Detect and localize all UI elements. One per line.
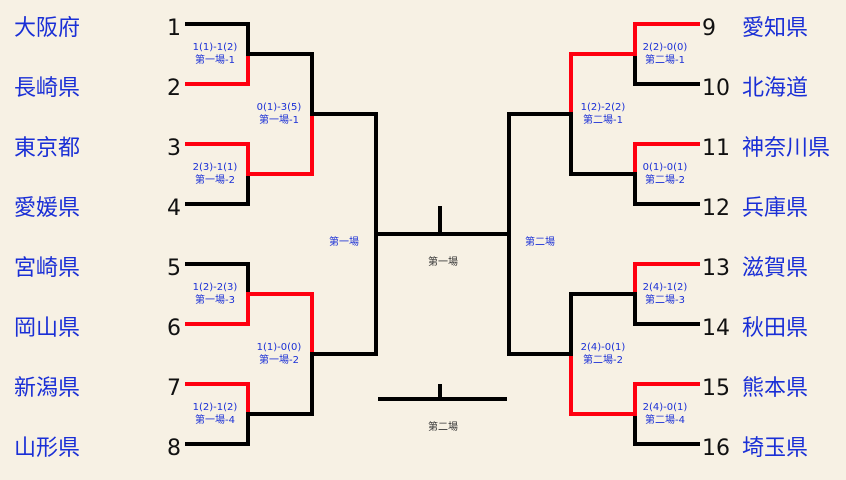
match-score: 2(2)-0(0): [642, 42, 688, 53]
team-name: 岡山県: [14, 316, 81, 341]
third-place-court: 第二場: [428, 422, 458, 433]
team-name: 愛知県: [742, 16, 809, 41]
team-name: 熊本県: [742, 376, 809, 401]
team-name: 滋賀県: [742, 256, 809, 281]
match-info: 1(1)-1(2) 第一場-1: [175, 41, 255, 67]
team-seed: 7: [167, 376, 181, 401]
team-seed: 6: [167, 316, 181, 341]
team-seed: 9: [702, 16, 716, 41]
team-seed: 15: [702, 376, 730, 401]
match-score: 1(2)-1(2): [192, 402, 238, 413]
team-name: 東京都: [14, 136, 81, 161]
match-info: 0(1)-0(1) 第二場-2: [625, 161, 705, 187]
team-seed: 8: [167, 436, 181, 461]
match-score: 0(1)-0(1): [642, 162, 688, 173]
match-info: 2(2)-0(0) 第二場-1: [625, 41, 705, 67]
match-info: 1(2)-2(2) 第二場-1: [563, 101, 643, 127]
match-court: 第一場-3: [195, 295, 235, 306]
match-info: 2(3)-1(1) 第一場-2: [175, 161, 255, 187]
match-info: 2(4)-0(1) 第二場-4: [625, 401, 705, 427]
team-seed: 13: [702, 256, 730, 281]
match-score: 0(1)-3(5): [256, 102, 302, 113]
match-info: 2(4)-0(1) 第二場-2: [563, 341, 643, 367]
team-seed: 3: [167, 136, 181, 161]
match-score: 2(4)-0(1): [580, 342, 626, 353]
match-court: 第一場-2: [195, 175, 235, 186]
match-score: 2(4)-0(1): [642, 402, 688, 413]
team-name: 秋田県: [742, 316, 809, 341]
team-seed: 14: [702, 316, 730, 341]
team-name: 宮崎県: [14, 256, 81, 281]
match-court: 第一場-1: [195, 55, 235, 66]
match-score: 2(4)-1(2): [642, 282, 688, 293]
match-court: 第一場-4: [195, 415, 235, 426]
semifinal-court-right: 第二場: [525, 237, 555, 248]
team-name: 新潟県: [14, 376, 81, 401]
match-court: 第二場-3: [645, 295, 685, 306]
team-name: 大阪府: [14, 16, 81, 41]
match-court: 第二場-2: [645, 175, 685, 186]
match-info: 2(4)-1(2) 第二場-3: [625, 281, 705, 307]
match-info: 1(2)-2(3) 第一場-3: [175, 281, 255, 307]
match-score: 1(1)-1(2): [192, 42, 238, 53]
match-info: 1(1)-0(0) 第一場-2: [239, 341, 319, 367]
team-seed: 5: [167, 256, 181, 281]
team-name: 兵庫県: [742, 196, 809, 221]
semifinal-court-left: 第一場: [329, 237, 359, 248]
match-score: 2(3)-1(1): [192, 162, 238, 173]
match-court: 第二場-1: [583, 115, 623, 126]
match-court: 第一場-1: [259, 115, 299, 126]
team-name: 神奈川県: [742, 136, 831, 161]
team-seed: 4: [167, 196, 181, 221]
team-name: 北海道: [742, 76, 809, 101]
match-info: 0(1)-3(5) 第一場-1: [239, 101, 319, 127]
team-seed: 1: [167, 16, 181, 41]
match-court: 第一場-2: [259, 355, 299, 366]
match-court: 第二場-1: [645, 55, 685, 66]
team-seed: 12: [702, 196, 730, 221]
team-seed: 11: [702, 136, 730, 161]
team-name: 長崎県: [14, 76, 81, 101]
match-score: 1(2)-2(3): [192, 282, 238, 293]
team-seed: 16: [702, 436, 730, 461]
team-name: 愛媛県: [14, 196, 81, 221]
team-seed: 10: [702, 76, 730, 101]
match-score: 1(2)-2(2): [580, 102, 626, 113]
team-seed: 2: [167, 76, 181, 101]
match-info: 1(2)-1(2) 第一場-4: [175, 401, 255, 427]
match-score: 1(1)-0(0): [256, 342, 302, 353]
final-court: 第一場: [428, 257, 458, 268]
match-court: 第二場-4: [645, 415, 685, 426]
match-court: 第二場-2: [583, 355, 623, 366]
team-name: 山形県: [14, 436, 81, 461]
team-name: 埼玉県: [742, 436, 809, 461]
